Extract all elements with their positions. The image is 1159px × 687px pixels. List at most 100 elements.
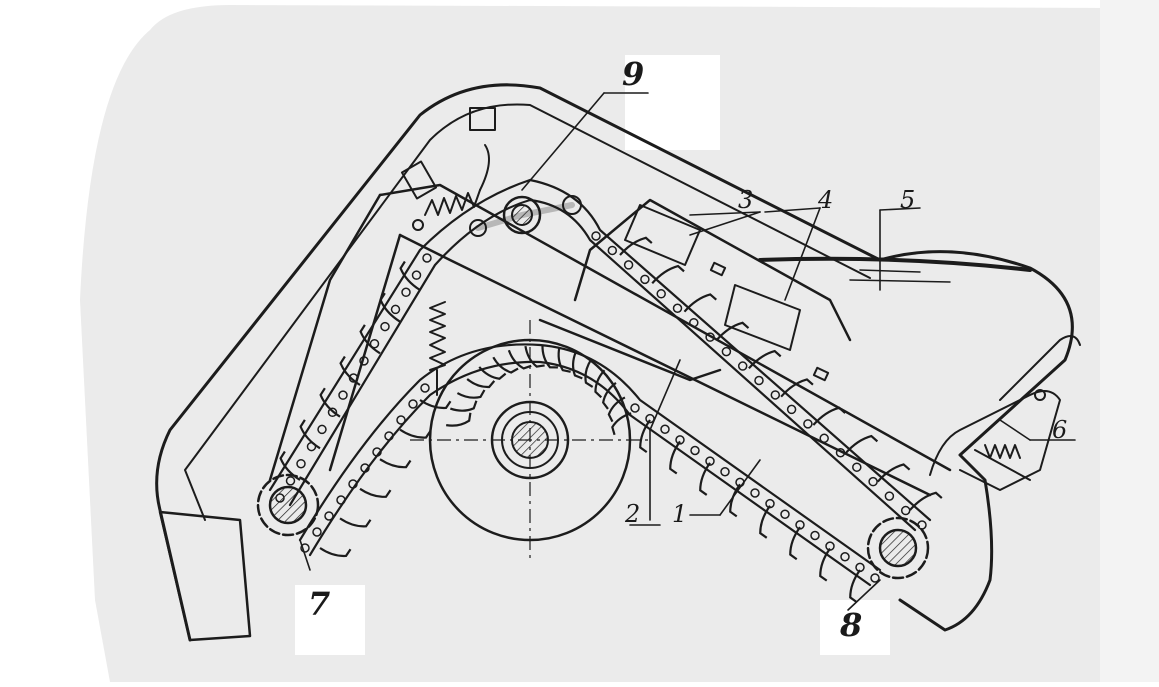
chain-link xyxy=(420,383,430,393)
chain-link xyxy=(689,317,699,328)
conveyor-finger xyxy=(619,236,653,256)
chain-link xyxy=(852,462,862,472)
chain-link xyxy=(721,346,732,357)
conveyor-finger xyxy=(359,324,381,355)
chain-link xyxy=(300,543,310,553)
conveyor-finger xyxy=(876,463,911,483)
chain-link xyxy=(868,476,878,487)
main-drum xyxy=(410,320,650,560)
chain-link xyxy=(640,274,650,285)
conveyor-finger xyxy=(571,351,583,380)
right-sprocket xyxy=(866,516,930,580)
chain-link xyxy=(770,390,781,400)
chain-link xyxy=(645,413,655,424)
chain-link xyxy=(835,448,846,458)
tension-spring xyxy=(400,107,496,231)
chain-link xyxy=(786,404,797,415)
chain-link xyxy=(327,407,338,418)
conveyor-finger xyxy=(339,517,372,528)
chain-link xyxy=(324,511,334,521)
chain-link xyxy=(690,445,700,456)
chain-link xyxy=(372,447,382,457)
chain-link xyxy=(720,467,730,477)
label-9: 9 xyxy=(622,55,644,93)
chain-link xyxy=(819,433,829,444)
conveyor-finger xyxy=(449,400,478,412)
chain-link xyxy=(660,424,670,434)
chain-link xyxy=(803,419,813,429)
chain-link xyxy=(359,356,369,366)
label-4: 4 xyxy=(817,186,833,214)
conveyor-finger xyxy=(379,292,401,323)
conveyor-finger xyxy=(445,412,472,427)
right-bracket xyxy=(929,335,1081,491)
top-sprocket xyxy=(469,195,582,237)
conveyor-finger xyxy=(683,293,717,313)
chain-link xyxy=(317,424,327,435)
chain-link xyxy=(705,332,715,342)
chain-link xyxy=(840,552,850,562)
chain-link xyxy=(401,287,411,298)
chain-link xyxy=(338,390,348,400)
conveyor-finger xyxy=(849,569,861,603)
chain-link xyxy=(411,270,422,280)
chain-link xyxy=(780,509,790,519)
conveyor-fingers xyxy=(279,236,943,603)
label-8: 8 xyxy=(839,606,862,644)
label-7: 7 xyxy=(308,585,330,623)
chain-link xyxy=(623,260,634,270)
chain-link xyxy=(360,463,370,473)
chain-link xyxy=(384,431,394,441)
conveyor-finger xyxy=(780,378,814,398)
conveyor-finger xyxy=(339,355,361,386)
leader-lines xyxy=(299,92,1076,611)
chain-link xyxy=(408,399,418,409)
conveyor-finger xyxy=(607,396,626,423)
conveyor-finger xyxy=(812,406,846,426)
chain-link xyxy=(656,289,666,299)
callout-labels: 1 2 3 4 5 6 7 8 9 xyxy=(308,55,1067,644)
chain-link xyxy=(390,304,401,315)
chain-link xyxy=(607,245,618,256)
conveyor-finger xyxy=(507,349,532,370)
conveyor-finger xyxy=(299,419,321,450)
chain-link xyxy=(422,253,432,263)
chain-link xyxy=(672,303,683,313)
conveyor-finger xyxy=(419,399,452,410)
conveyor-finger xyxy=(651,264,685,285)
conveyor-finger xyxy=(319,547,352,558)
chain-link xyxy=(754,375,764,386)
left-sprocket xyxy=(256,473,320,537)
conveyor-finger xyxy=(601,382,617,410)
conveyor-finger xyxy=(478,366,507,380)
conveyor-finger xyxy=(399,428,432,439)
conveyor-finger xyxy=(669,440,681,475)
conveyor-finger xyxy=(844,434,879,455)
chain-link xyxy=(285,476,296,486)
label-2: 2 xyxy=(624,500,640,528)
label-3: 3 xyxy=(738,186,753,214)
conveyor-finger xyxy=(699,462,711,496)
chain-link xyxy=(348,479,358,489)
conveyor-finger xyxy=(359,487,392,498)
label-6: 6 xyxy=(1052,416,1067,444)
conveyor-finger xyxy=(379,458,412,469)
chain-link xyxy=(591,231,601,241)
conveyor-finger xyxy=(611,412,632,436)
conveyor-finger xyxy=(789,526,801,561)
label-1: 1 xyxy=(672,500,687,528)
conveyor-finger xyxy=(541,345,558,369)
conveyor-finger xyxy=(584,359,594,388)
conveyor-finger xyxy=(524,345,545,368)
conveyor-finger xyxy=(456,389,486,399)
paper-edge xyxy=(1100,0,1159,682)
chain-link xyxy=(900,505,911,516)
conveyor-finger xyxy=(639,419,651,453)
conveyor-finger xyxy=(557,346,571,373)
conveyor-finger xyxy=(819,547,831,582)
conveyor-finger xyxy=(759,505,771,539)
chain-link xyxy=(630,403,640,413)
conveyor-chain-lower xyxy=(298,343,882,587)
